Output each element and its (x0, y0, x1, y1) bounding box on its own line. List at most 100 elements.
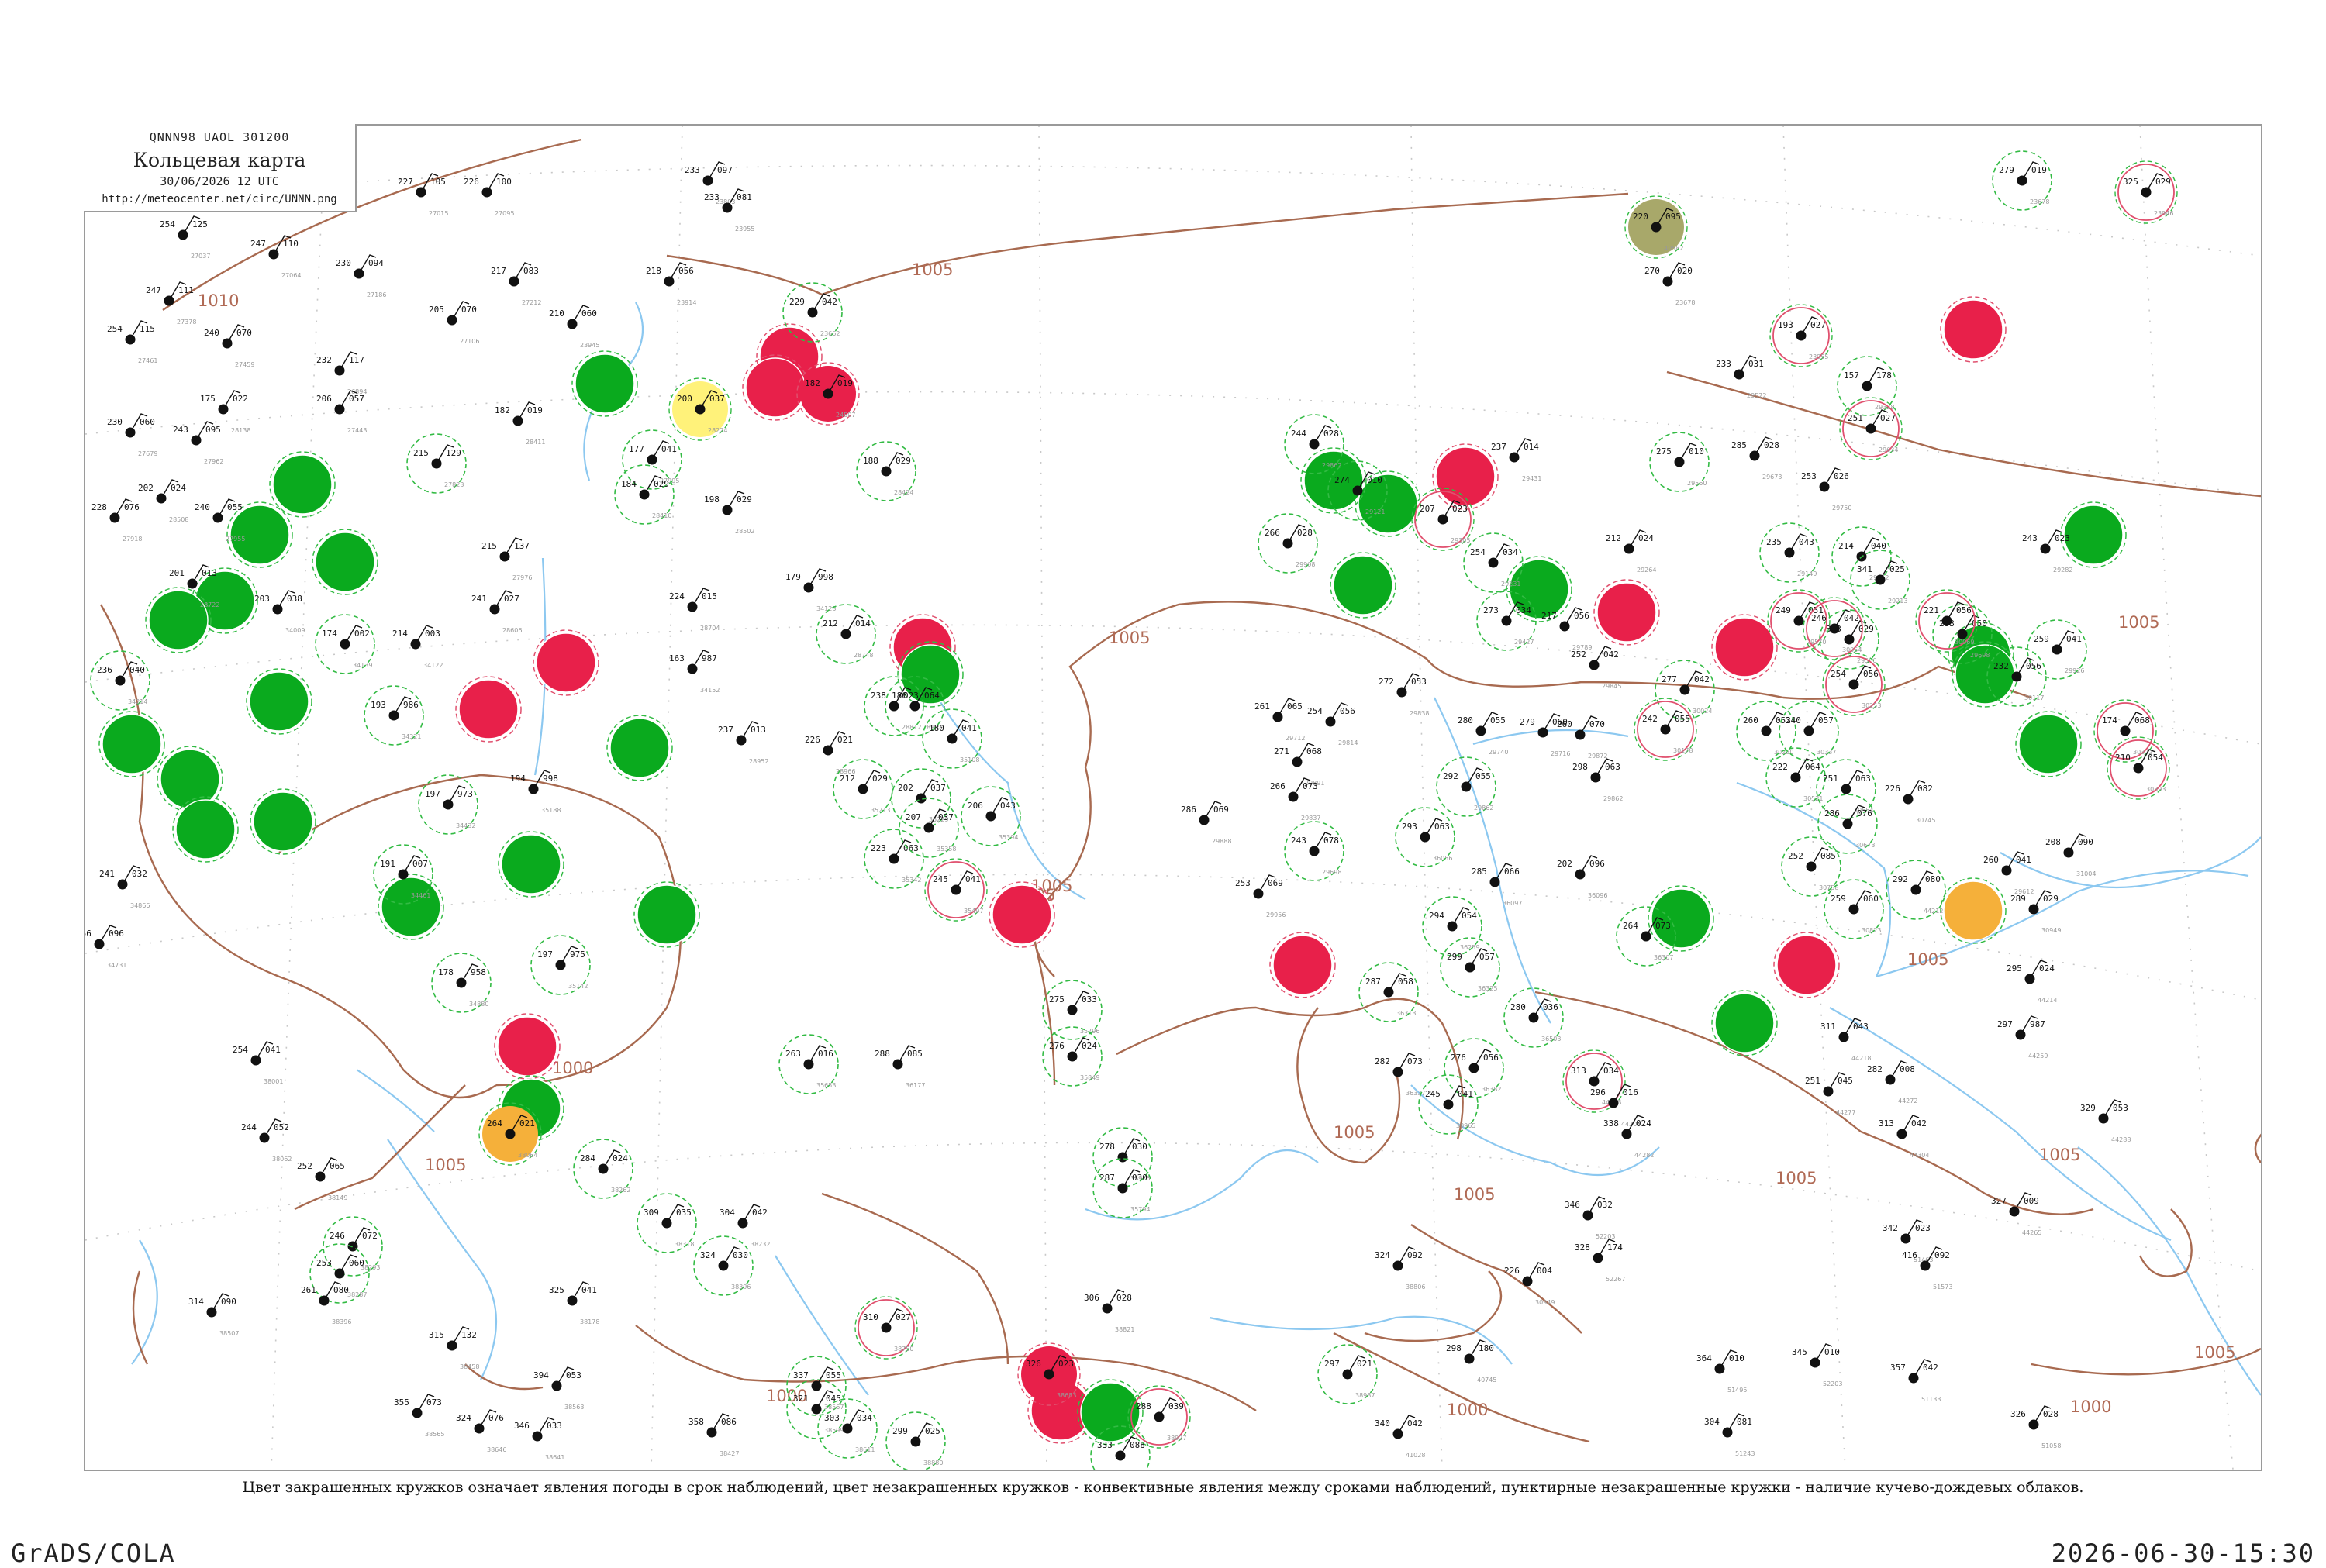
source-url[interactable]: http://meteocenter.net/circ/UNNN.png (102, 193, 337, 205)
